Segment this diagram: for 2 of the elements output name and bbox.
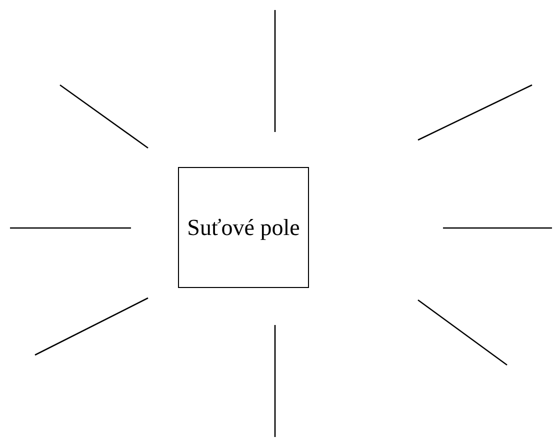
topic-label: Suťové pole — [187, 214, 300, 240]
topic-box — [178, 167, 309, 288]
